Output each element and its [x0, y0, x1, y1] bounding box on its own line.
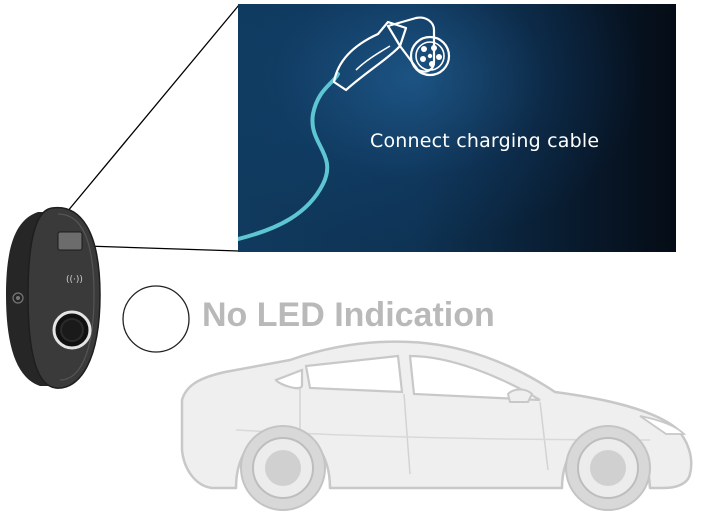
charger-screen	[57, 231, 83, 251]
charger-display-panel: Connect charging cable	[238, 4, 676, 252]
charging-plug-icon	[238, 16, 451, 241]
screen-message: Connect charging cable	[370, 130, 600, 152]
side-lock-icon	[12, 292, 24, 304]
led-status-label: No LED Indication	[202, 296, 495, 334]
wireless-symbol-icon: ((·))	[66, 275, 83, 285]
charging-cable	[238, 72, 340, 241]
